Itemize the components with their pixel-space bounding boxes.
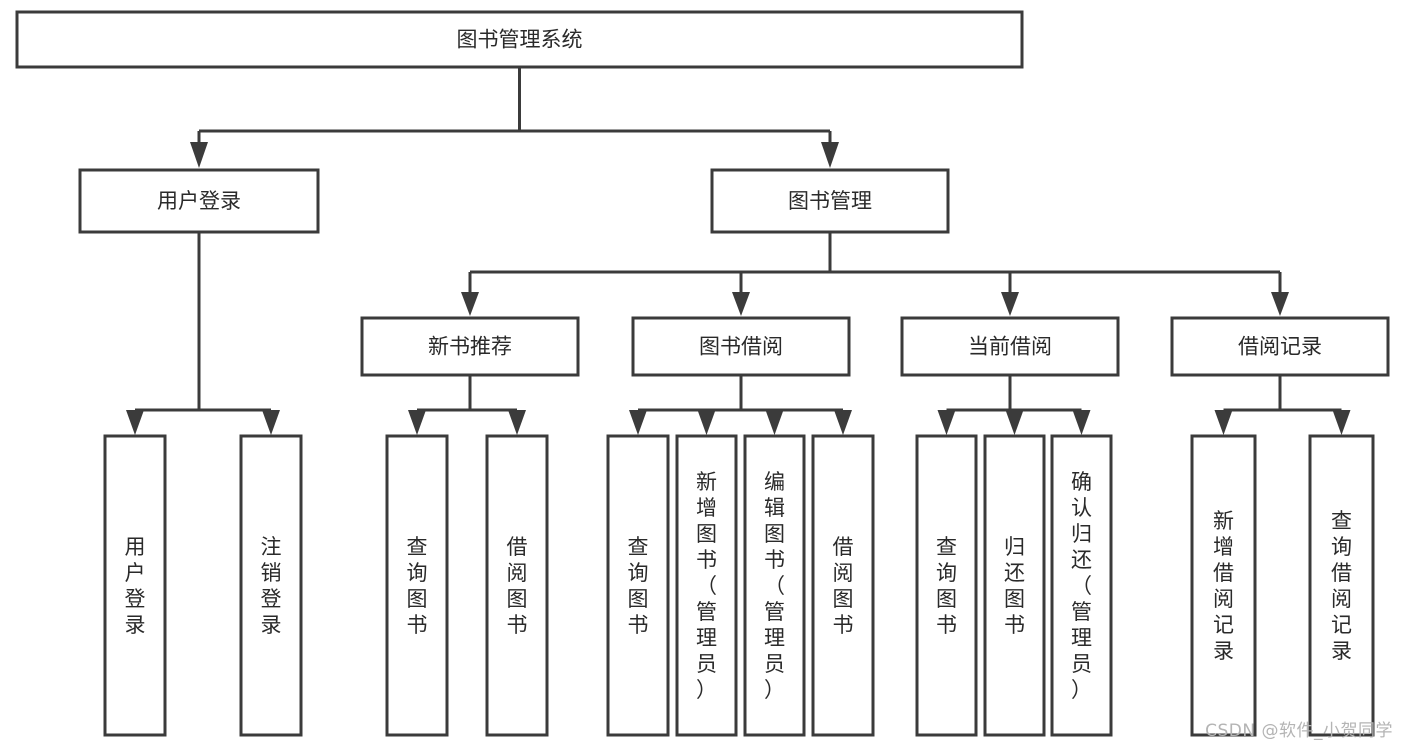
node-leaf-bb-edit[interactable]: 编辑图书（管理员） [743, 434, 806, 737]
arrow-head-icon [1271, 292, 1289, 316]
arrow-head-icon [821, 142, 839, 168]
node-leaf-rec-query[interactable]: 查询图书 [385, 434, 449, 737]
arrow-head-icon [190, 142, 208, 168]
node-label: 用户登录 [157, 189, 241, 213]
node-box [1190, 434, 1257, 737]
node-leaf-user-login[interactable]: 用户登录 [103, 434, 167, 737]
node-box [900, 316, 1120, 377]
node-label: 查询图书 [628, 535, 649, 637]
arrow-head-icon [508, 410, 526, 435]
node-box [710, 168, 950, 234]
arrow-head-icon [126, 410, 144, 435]
node-leaf-bb-add[interactable]: 新增图书（管理员） [675, 434, 738, 737]
node-box [743, 434, 806, 737]
arrow-head-icon [697, 410, 716, 435]
node-label: 图书管理系统 [457, 28, 583, 52]
node-box [915, 434, 978, 737]
arrow-head-icon [834, 410, 852, 435]
node-leaf-cb-return[interactable]: 归还图书 [983, 434, 1046, 737]
node-label: 借阅图书 [833, 535, 854, 637]
node-new-book-rec[interactable]: 新书推荐 [360, 316, 580, 377]
node-box [103, 434, 167, 737]
node-box [1050, 434, 1113, 737]
node-label: 查询图书 [936, 535, 957, 637]
node-leaf-user-logout[interactable]: 注销登录 [239, 434, 303, 737]
node-box [15, 10, 1024, 69]
arrow-head-icon [937, 410, 956, 435]
node-user-login[interactable]: 用户登录 [78, 168, 320, 234]
node-label: 图书借阅 [699, 335, 783, 359]
arrow-head-icon [1001, 292, 1019, 316]
arrow-head-icon [732, 292, 750, 316]
node-box [811, 434, 875, 737]
node-label: 新增图书（管理员） [696, 470, 717, 702]
node-label: 用户登录 [125, 535, 146, 637]
node-leaf-bb-borrow[interactable]: 借阅图书 [811, 434, 875, 737]
node-box [1170, 316, 1390, 377]
node-box [485, 434, 549, 737]
node-box [1308, 434, 1375, 737]
node-leaf-br-query[interactable]: 查询借阅记录 [1308, 434, 1375, 737]
node-label: 借阅图书 [507, 535, 528, 637]
node-label: 图书管理 [788, 189, 872, 213]
node-current-borrow[interactable]: 当前借阅 [900, 316, 1120, 377]
node-borrow-record[interactable]: 借阅记录 [1170, 316, 1390, 377]
arrow-head-icon [1214, 410, 1233, 435]
node-box [239, 434, 303, 737]
arrow-head-icon [765, 410, 784, 435]
arrow-head-icon [1332, 410, 1351, 435]
node-leaf-cb-query[interactable]: 查询图书 [915, 434, 978, 737]
node-leaf-rec-borrow[interactable]: 借阅图书 [485, 434, 549, 737]
node-leaf-br-add[interactable]: 新增借阅记录 [1190, 434, 1257, 737]
nodes-layer: 图书管理系统用户登录图书管理新书推荐图书借阅当前借阅借阅记录用户登录注销登录查询… [15, 10, 1390, 737]
node-box [631, 316, 851, 377]
node-label: 注销登录 [261, 535, 282, 637]
node-box [675, 434, 738, 737]
node-label: 当前借阅 [968, 335, 1052, 359]
node-box [78, 168, 320, 234]
node-label: 查询图书 [407, 535, 428, 637]
node-box [983, 434, 1046, 737]
arrow-head-icon [461, 292, 479, 316]
node-label: 新增借阅记录 [1213, 509, 1234, 663]
arrow-head-icon [1005, 410, 1024, 435]
node-box [360, 316, 580, 377]
node-label: 编辑图书（管理员） [764, 470, 785, 702]
node-book-manage[interactable]: 图书管理 [710, 168, 950, 234]
arrow-head-icon [629, 410, 647, 435]
edges-layer [126, 67, 1351, 435]
node-leaf-bb-query[interactable]: 查询图书 [606, 434, 670, 737]
node-leaf-cb-confirm[interactable]: 确认归还（管理员） [1050, 434, 1113, 737]
node-label: 确认归还（管理员） [1071, 470, 1092, 702]
node-label: 查询借阅记录 [1331, 509, 1352, 663]
node-label: 归还图书 [1004, 535, 1025, 637]
node-root-root[interactable]: 图书管理系统 [15, 10, 1024, 69]
node-box [606, 434, 670, 737]
node-box [385, 434, 449, 737]
csdn-watermark: CSDN @软件_小贺同学 [1205, 721, 1393, 741]
node-label: 借阅记录 [1238, 335, 1322, 359]
node-book-borrow[interactable]: 图书借阅 [631, 316, 851, 377]
arrow-head-icon [262, 410, 280, 435]
arrow-head-icon [408, 410, 426, 435]
arrow-head-icon [1072, 410, 1091, 435]
node-label: 新书推荐 [428, 335, 512, 359]
